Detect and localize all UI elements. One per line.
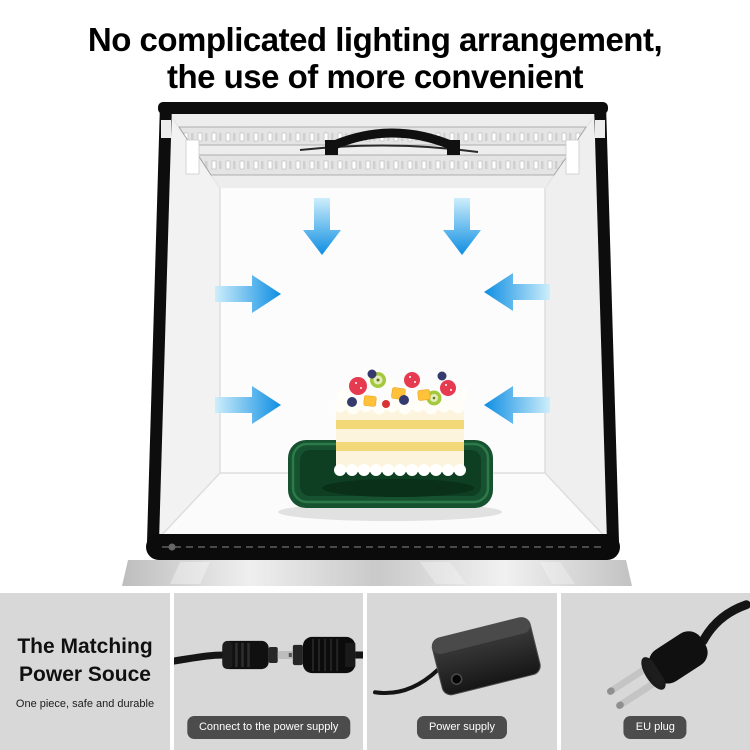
power-source-subtitle: One piece, safe and durable (15, 697, 155, 710)
label-power-supply: Power supply (416, 715, 508, 739)
black-base-bar (146, 534, 620, 560)
left-arrow-icon (484, 273, 550, 311)
label-connect-power-supply: Connect to the power supply (186, 715, 351, 739)
heading-line-1: The Matching (17, 635, 153, 659)
fruit-topping (337, 369, 467, 408)
silver-foil-base (122, 560, 632, 586)
headline: No complicated lighting arrangement, the… (0, 21, 750, 96)
right-arrow-icon (215, 275, 281, 313)
headline-line-2: the use of more convenient (166, 57, 584, 95)
tile-power-supply: Power supply (367, 593, 557, 750)
light-box-illustration (0, 88, 750, 593)
headline-line-1: No complicated lighting arrangement, (87, 21, 663, 58)
light-direction-arrows (215, 198, 550, 424)
light-box-svg (122, 102, 632, 586)
power-source-text-block: The Matching Power Souce One piece, safe… (0, 593, 170, 750)
velcro-strip-left (185, 139, 200, 175)
carry-handle (325, 128, 460, 155)
heading-line-2: Power Souce (19, 662, 151, 686)
eu-plug-image (606, 600, 750, 709)
tile-eu-plug: EU plug (560, 593, 750, 750)
fruit-cake-on-green-tray (278, 369, 502, 521)
down-arrow-icon (443, 198, 481, 255)
dc-connector-image (174, 636, 364, 674)
left-arrow-icon (484, 386, 550, 424)
power-source-section: The Matching Power Souce One piece, safe… (0, 593, 750, 750)
label-eu-plug: EU plug (623, 715, 687, 739)
power-adapter-image (373, 617, 542, 696)
down-arrow-icon (303, 198, 341, 255)
cake-image (333, 369, 467, 476)
led-ceiling-panel (170, 114, 595, 188)
right-arrow-icon (215, 386, 281, 424)
tile-dc-connector: Connect to the power supply (174, 593, 364, 750)
box-frame (147, 102, 619, 542)
power-source-heading: The Matching Power Souce (17, 633, 152, 688)
velcro-strip-right (565, 139, 580, 175)
